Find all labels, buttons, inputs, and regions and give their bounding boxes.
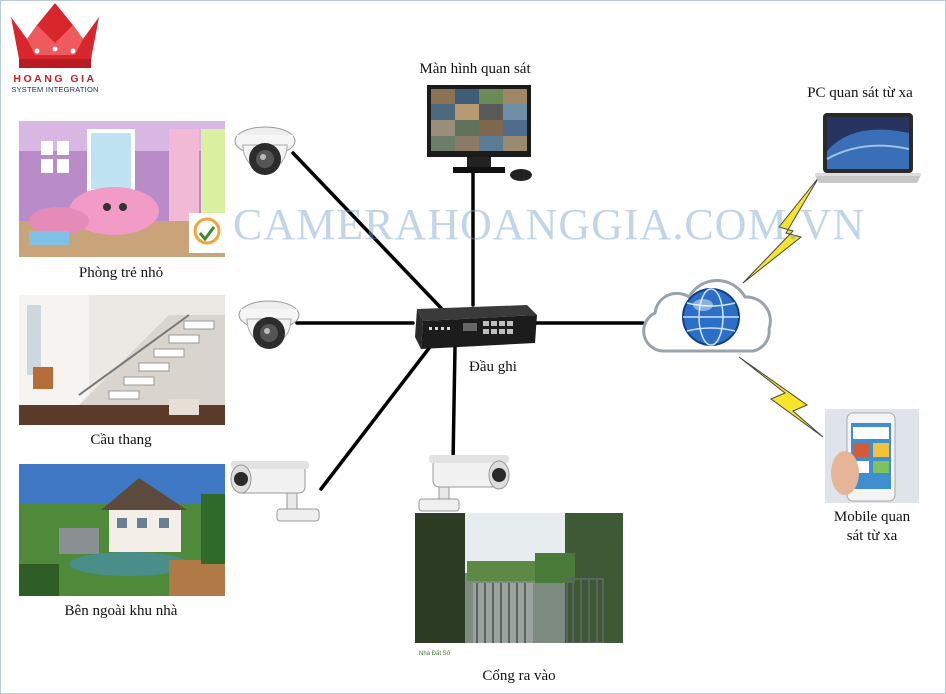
- crown-logo-icon: [11, 3, 99, 68]
- label-mobile-line1: Mobile quan: [833, 509, 911, 525]
- bullet-camera-icon: [230, 461, 320, 522]
- cloud-globe-icon: [642, 279, 772, 353]
- smartphone-icon: [825, 409, 919, 503]
- brand-name: HOANG GIA: [13, 73, 97, 85]
- gate-photo: Nhà Đất Số: [415, 513, 623, 663]
- label-mobile-line2: sát từ xa: [846, 528, 898, 544]
- gate-photo-badge: Nhà Đất Số: [419, 651, 451, 657]
- outside-house-photo: [19, 464, 225, 596]
- dome-camera-icon: [234, 126, 296, 175]
- label-staircase: Cầu thang: [90, 432, 152, 448]
- wire-outside-camera: [319, 341, 435, 491]
- brand-tagline: SYSTEM INTEGRATION: [11, 85, 99, 94]
- label-pc: PC quan sát từ xa: [807, 85, 913, 101]
- brand-logo: HOANG GIA SYSTEM INTEGRATION: [5, 3, 105, 95]
- lightning-icon: [742, 176, 820, 284]
- wire-gate-camera: [451, 345, 457, 465]
- label-kids-room: Phòng trẻ nhỏ: [78, 265, 164, 281]
- kids-room-photo: [19, 121, 225, 257]
- lightning-icon: [738, 356, 824, 438]
- bullet-camera-icon: [418, 455, 510, 512]
- dvr-recorder-icon: [415, 305, 537, 349]
- label-outside: Bên ngoài khu nhà: [64, 603, 178, 619]
- laptop-icon: [815, 113, 921, 183]
- monitor-icon: [427, 85, 532, 181]
- wire-kids-camera: [291, 151, 443, 310]
- label-gate: Cổng ra vào: [482, 668, 556, 684]
- staircase-photo: [19, 295, 225, 425]
- dome-camera-icon: [238, 300, 300, 349]
- label-recorder: Đầu ghi: [469, 359, 517, 375]
- label-monitor: Màn hình quan sát: [419, 61, 531, 77]
- watermark-text: CAMERAHOANGGIA.COM.VN: [233, 200, 866, 249]
